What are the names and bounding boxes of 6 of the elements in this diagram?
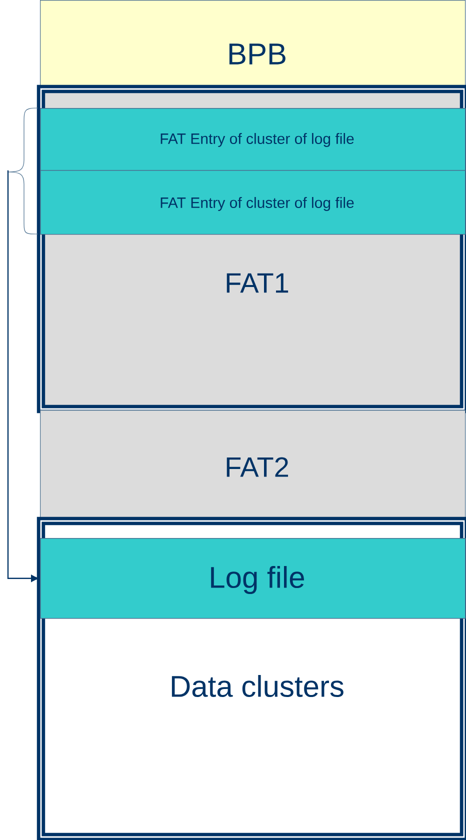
entry-box: FAT Entry of cluster of log file <box>40 170 466 235</box>
entry-box: Log file <box>40 538 466 619</box>
region-box: FAT2 <box>40 410 466 521</box>
arrow <box>7 170 38 582</box>
region-box: BPB <box>40 0 466 89</box>
entry-box: FAT Entry of cluster of log file <box>40 108 466 171</box>
